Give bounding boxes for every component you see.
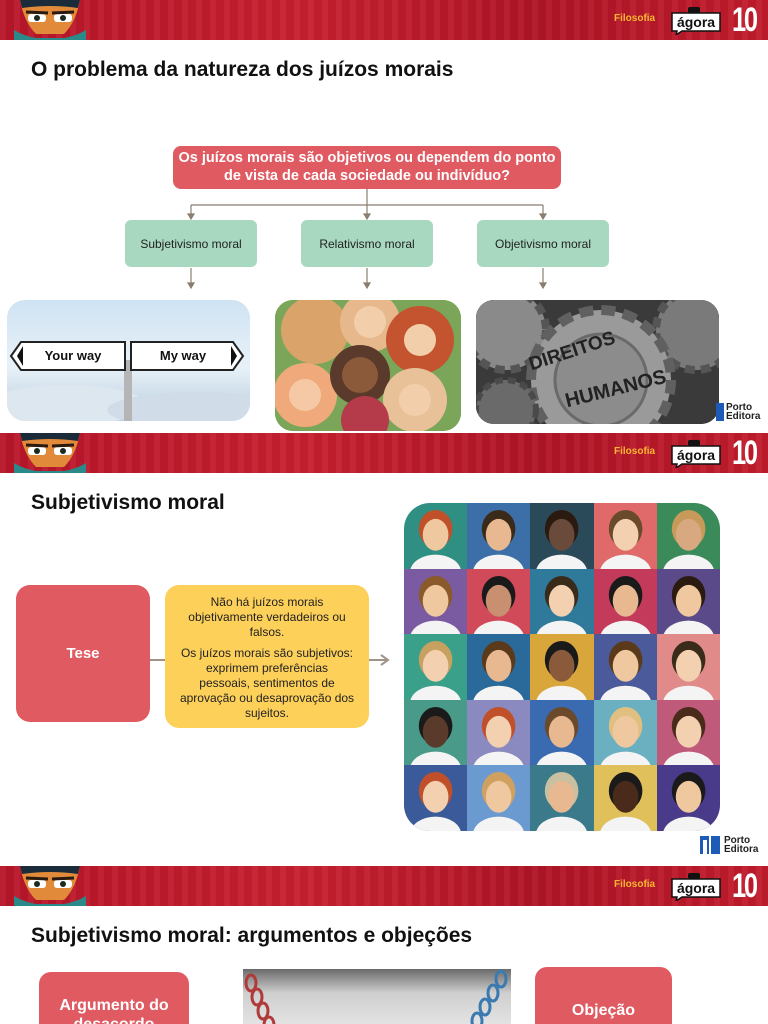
brand-text: ágora <box>677 14 715 30</box>
slide-title: Subjetivismo moral <box>31 491 225 514</box>
brand-text: ágora <box>677 447 715 463</box>
question-box: Os juízos morais são objetivos ou depend… <box>173 146 561 189</box>
portrait-5 <box>656 503 720 569</box>
portrait-10 <box>656 568 720 635</box>
portrait-2 <box>467 503 531 569</box>
branch-relativismo: Relativismo moral <box>301 220 433 267</box>
publisher-line1: Porto <box>724 835 751 846</box>
grade-label: 10 <box>732 867 758 905</box>
portrait-19 <box>593 699 657 766</box>
portrait-24 <box>593 765 657 831</box>
portrait-17 <box>467 699 531 766</box>
grade-label: 10 <box>732 434 758 472</box>
agora-logo: ágora <box>671 7 721 35</box>
agora-logo: ágora <box>671 873 721 901</box>
portrait-8 <box>530 568 594 635</box>
portrait-1 <box>404 503 468 569</box>
portrait-15 <box>656 634 720 700</box>
objection-box: Objeção <box>535 967 672 1024</box>
portrait-16 <box>404 699 468 766</box>
slide-title: Subjetivismo moral: argumentos e objeçõe… <box>31 924 473 947</box>
sign-right-text: My way <box>160 348 207 363</box>
subject-label: Filosofia <box>614 13 656 24</box>
connector-lines <box>186 189 548 290</box>
portrait-3 <box>530 503 594 569</box>
slide-3: Filosofia ágora 10 Subjetivismo moral: a… <box>0 866 768 1024</box>
signs-photo: Your way My way <box>7 300 250 421</box>
publisher-line1: Porto <box>726 402 753 413</box>
grade-label: 10 <box>732 1 758 39</box>
gears-photo: DIREITOS HUMANOS <box>476 300 719 424</box>
portrait-25 <box>656 765 720 831</box>
thesis-arrows <box>150 654 390 666</box>
slide-title: O problema da natureza dos juízos morais <box>31 58 454 81</box>
subject-label: Filosofia <box>614 446 656 457</box>
friends-photo <box>275 300 461 431</box>
portrait-4 <box>593 503 657 569</box>
subject-label: Filosofia <box>614 879 656 890</box>
portrait-23 <box>530 765 594 831</box>
publisher-line2: Editora <box>726 411 761 422</box>
character-face-icon <box>14 866 86 906</box>
portrait-7 <box>467 568 531 635</box>
porto-editora-mark-icon <box>716 403 724 421</box>
agora-logo: ágora <box>671 440 721 468</box>
chains-photo <box>243 969 511 1024</box>
portrait-18 <box>530 699 594 766</box>
header-bar: Filosofia ágora 10 <box>0 433 768 473</box>
portrait-21 <box>404 765 468 831</box>
header-bar: Filosofia ágora 10 <box>0 866 768 906</box>
character-face-icon <box>14 433 86 473</box>
porto-editora-mark-icon <box>700 836 720 854</box>
character-face-icon <box>14 0 86 40</box>
header-bar: Filosofia ágora 10 <box>0 0 768 40</box>
sign-left-text: Your way <box>45 348 103 363</box>
thesis-paragraph-2: Os juízos morais são subjetivos: exprime… <box>179 646 355 720</box>
thesis-paragraph-1: Não há juízos morais objetivamente verda… <box>188 595 346 639</box>
portrait-14 <box>593 634 657 700</box>
portrait-9 <box>593 568 657 635</box>
portrait-22 <box>467 765 531 831</box>
thesis-text-box: Não há juízos morais objetivamente verda… <box>165 585 369 728</box>
slide-1: Filosofia ágora 10 O problema da naturez… <box>0 0 768 433</box>
branch-objetivismo: Objetivismo moral <box>477 220 609 267</box>
argument-box: Argumento do desacordo <box>39 972 189 1024</box>
portrait-12 <box>467 634 531 700</box>
slide-2: Filosofia ágora 10 Subjetivismo moral Te… <box>0 433 768 866</box>
branch-subjetivismo: Subjetivismo moral <box>125 220 257 267</box>
faces-grid <box>404 503 720 831</box>
brand-text: ágora <box>677 880 715 896</box>
publisher-line2: Editora <box>724 844 759 855</box>
portrait-11 <box>404 634 468 700</box>
portrait-20 <box>656 699 720 766</box>
portrait-6 <box>404 568 468 635</box>
thesis-label-box: Tese <box>16 585 150 722</box>
portrait-13 <box>530 634 594 700</box>
